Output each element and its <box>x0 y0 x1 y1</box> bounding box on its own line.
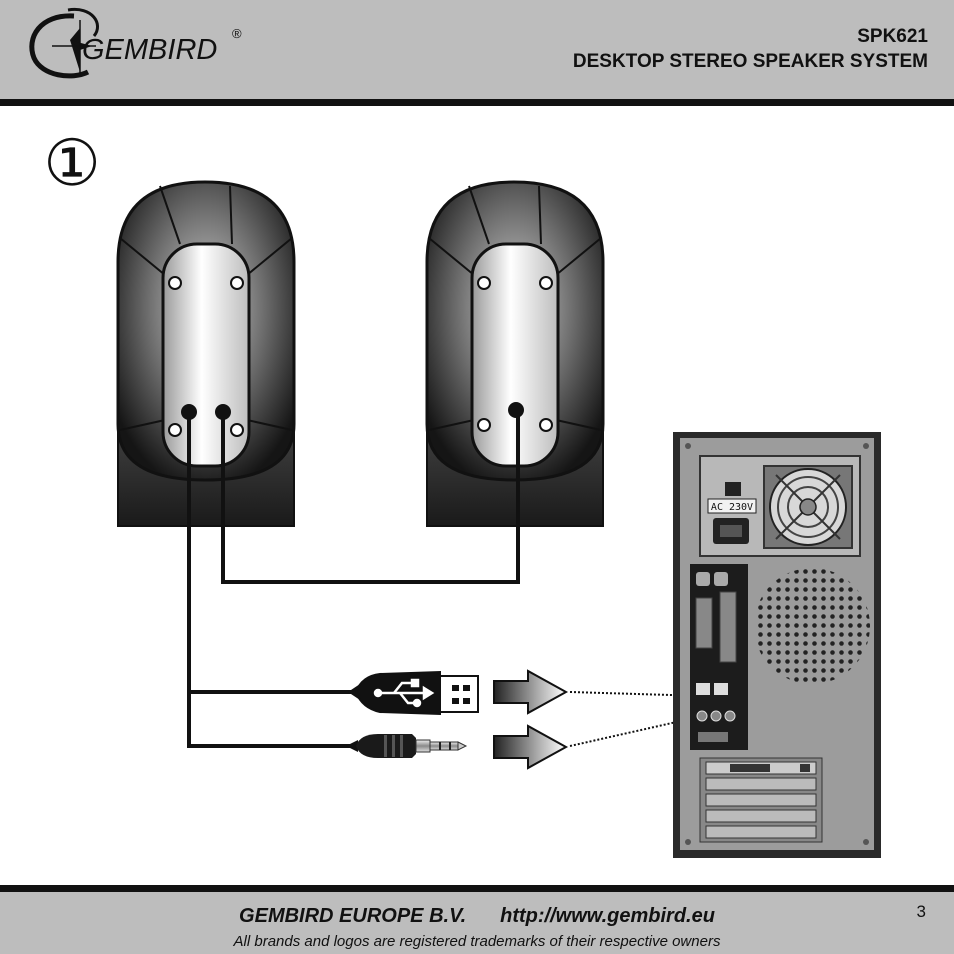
io-panel <box>690 564 748 750</box>
usb-plug <box>348 670 479 716</box>
page-header: GEMBIRD ® SPK621 DESKTOP STEREO SPEAKER … <box>0 0 954 106</box>
right-speaker <box>425 180 605 527</box>
model-number: SPK621 <box>857 26 928 47</box>
screw-icon <box>230 423 244 437</box>
computer-tower-rear: AC 230V <box>673 432 881 858</box>
gembird-logo: GEMBIRD ® <box>29 7 242 79</box>
page-number: 3 <box>916 902 926 921</box>
audio-port <box>710 710 722 722</box>
screw-icon <box>168 423 182 437</box>
brand-name: GEMBIRD <box>82 34 217 66</box>
usb-icon <box>373 678 435 708</box>
website-link[interactable]: http://www.gembird.eu <box>500 905 715 927</box>
left-speaker <box>116 180 296 527</box>
step-number: ① <box>43 127 100 201</box>
audio-jack-plug <box>346 734 468 758</box>
model-info: SPK621 DESKTOP STEREO SPEAKER SYSTEM <box>573 24 928 74</box>
company-line: GEMBIRD EUROPE B.V. http://www.gembird.eu <box>0 905 954 928</box>
speaker-cables <box>187 410 520 748</box>
screw-icon <box>477 418 491 432</box>
trademark-notice: All brands and logos are registered trad… <box>233 933 721 950</box>
product-name: DESKTOP STEREO SPEAKER SYSTEM <box>572 51 928 72</box>
screw-icon <box>168 276 182 290</box>
arrow-right-icon <box>493 669 569 715</box>
psu-voltage-label: AC 230V <box>711 502 753 513</box>
usb-port <box>714 683 728 695</box>
screw-icon <box>230 276 244 290</box>
vent-grille <box>754 568 870 684</box>
registered-mark: ® <box>232 26 242 41</box>
arrow-right-icon <box>493 724 569 770</box>
screw-icon <box>539 418 553 432</box>
connection-diagram: ① <box>43 127 881 858</box>
company-name: GEMBIRD EUROPE B.V. <box>239 905 467 927</box>
usb-port <box>696 683 710 695</box>
power-switch <box>725 482 741 496</box>
page-footer: GEMBIRD EUROPE B.V. http://www.gembird.eu… <box>0 885 954 954</box>
screw-icon <box>477 276 491 290</box>
screw-icon <box>539 276 553 290</box>
